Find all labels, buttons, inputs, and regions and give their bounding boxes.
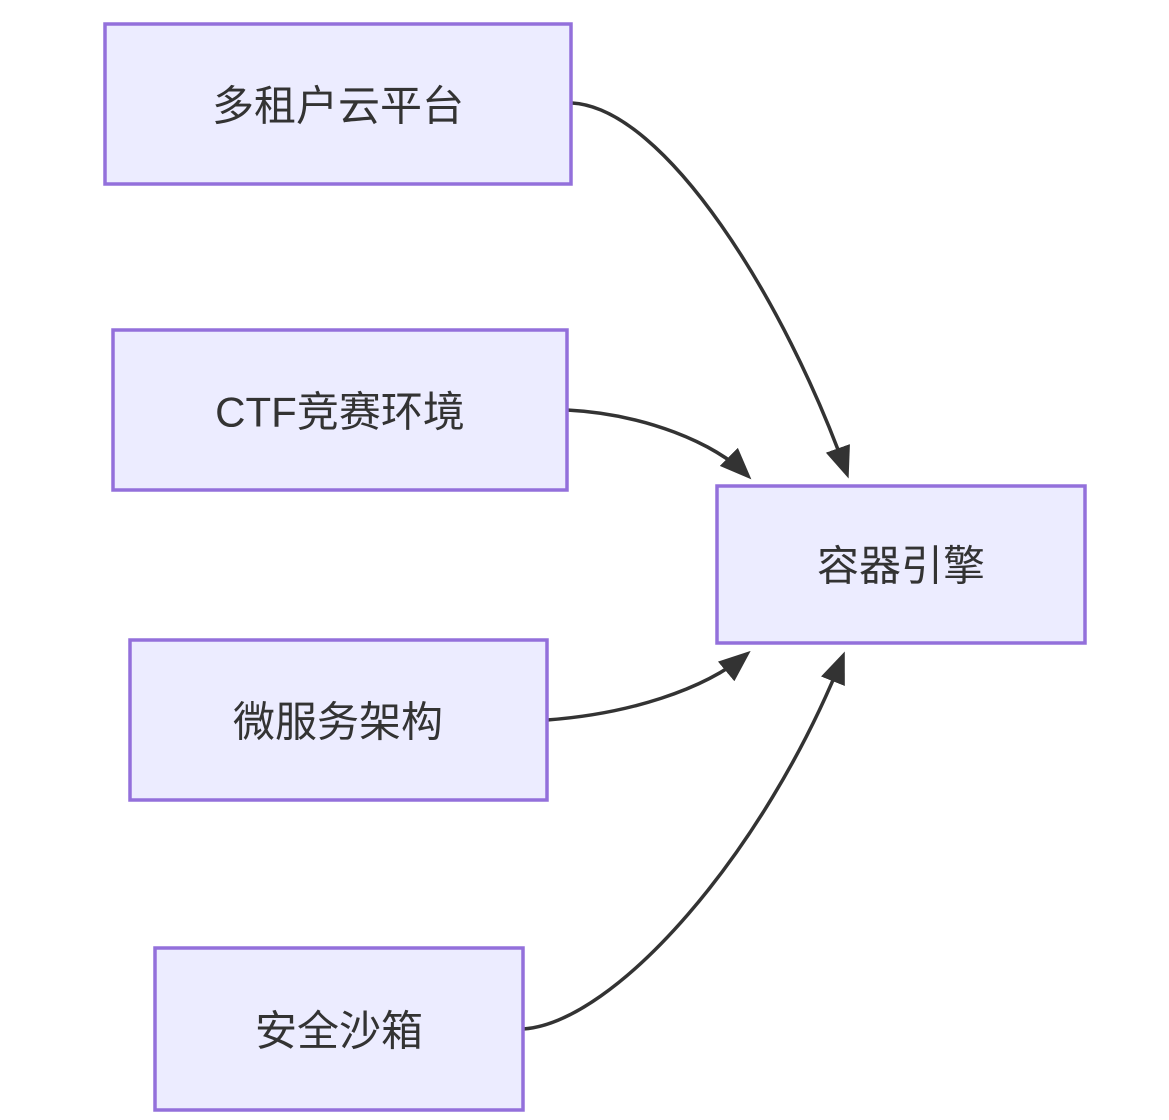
node-box [103,22,573,186]
edge-microservices-architecture-to-container-engine [546,650,751,722]
edge-multi-tenant-cloud-platform-to-container-engine [571,101,850,479]
edge-ctf-competition-environment-to-container-engine [566,408,752,480]
node-microservices-architecture: 微服务架构 [128,638,549,802]
edge-security-sandbox-to-container-engine [522,651,845,1031]
node-multi-tenant-cloud-platform: 多租户云平台 [103,22,573,186]
node-ctf-competition-environment: CTF竞赛环境 [111,328,569,492]
node-box [715,484,1087,645]
edges-layer [522,101,850,1031]
node-security-sandbox: 安全沙箱 [153,946,525,1112]
node-box [111,328,569,492]
node-box [153,946,525,1112]
node-container-engine: 容器引擎 [715,484,1087,645]
node-label: 容器引擎 [817,543,985,590]
node-label: 多租户云平台 [212,83,464,130]
node-label: CTF竞赛环境 [215,389,465,436]
node-label: 微服务架构 [233,699,443,746]
node-box [128,638,549,802]
node-label: 安全沙箱 [255,1008,423,1055]
